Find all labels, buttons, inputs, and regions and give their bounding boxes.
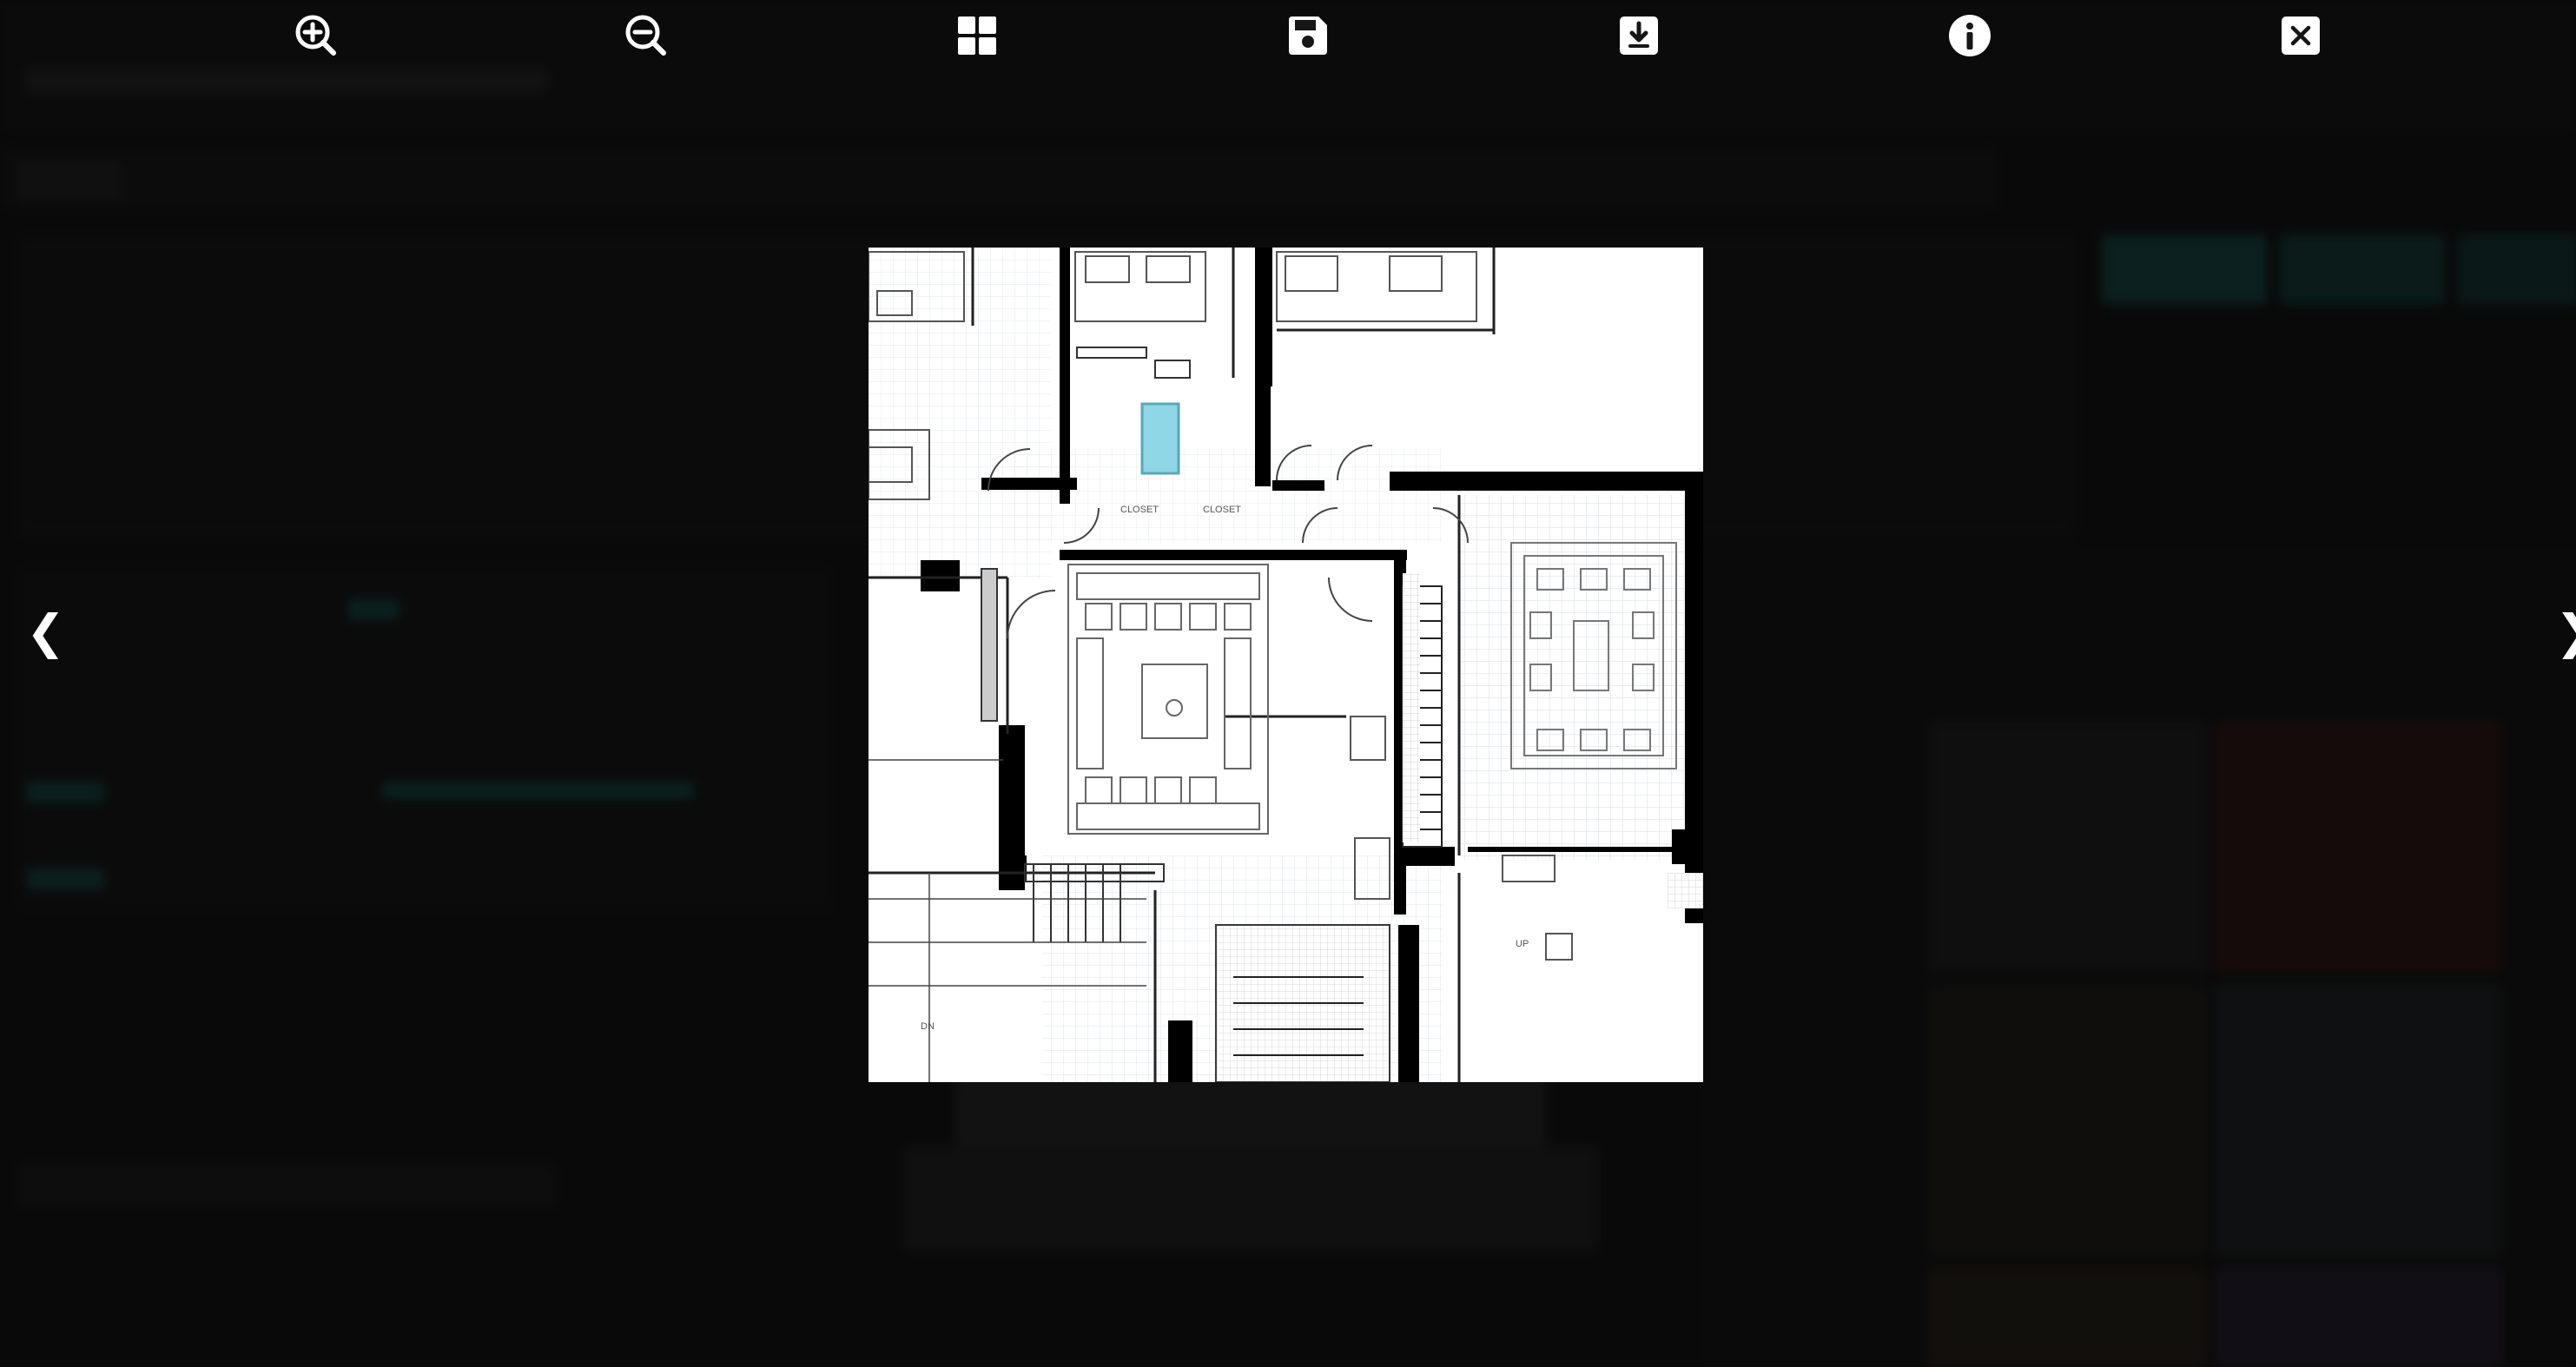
- zoom-out-button[interactable]: [622, 10, 670, 61]
- gallery-grid-button[interactable]: [953, 10, 1001, 61]
- download-button[interactable]: [1615, 10, 1663, 61]
- plan-label-closet-1: CLOSET: [1120, 505, 1159, 515]
- floor-plan-image[interactable]: CLOSET CLOSET DN UP: [869, 248, 1703, 1082]
- plan-label-dn: DN: [921, 1021, 935, 1032]
- viewer-toolbar: [0, 0, 2576, 71]
- floor-plan-drawing: CLOSET CLOSET DN UP: [869, 248, 1703, 1082]
- zoom-in-button[interactable]: [292, 10, 340, 61]
- download-icon: [1620, 17, 1658, 55]
- close-icon: [2282, 17, 2320, 55]
- grid-icon: [958, 17, 996, 55]
- zoom-in-icon: [295, 15, 336, 56]
- previous-image-arrow[interactable]: ❮: [26, 604, 66, 659]
- zoom-out-icon: [625, 15, 666, 56]
- plan-label-closet-2: CLOSET: [1203, 505, 1241, 515]
- save-button[interactable]: [1284, 10, 1332, 61]
- info-icon: [1949, 15, 1991, 56]
- next-image-arrow[interactable]: ❯: [2555, 599, 2576, 665]
- bathtub: [1140, 402, 1180, 475]
- save-icon: [1289, 17, 1327, 55]
- close-button[interactable]: [2276, 10, 2325, 61]
- info-button[interactable]: [1945, 10, 1994, 61]
- plan-label-up: UP: [1516, 939, 1529, 949]
